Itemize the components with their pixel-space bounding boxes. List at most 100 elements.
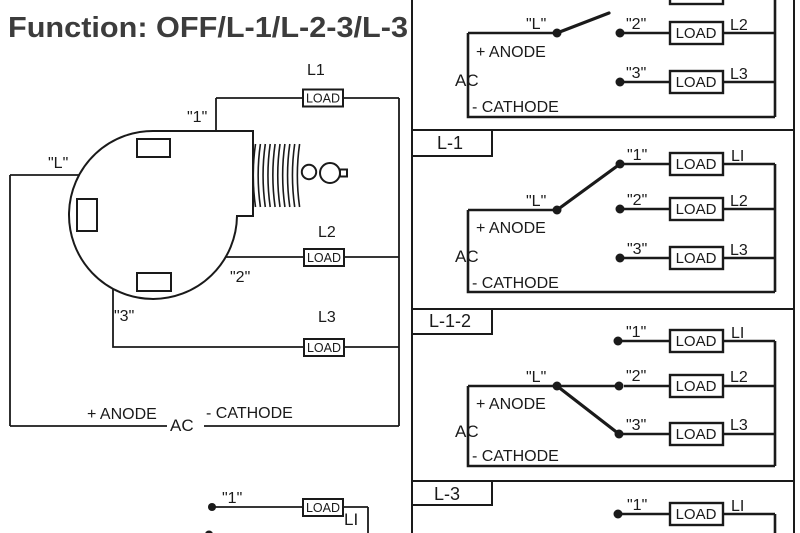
section-wires: [466, 162, 777, 294]
terminal-dot-l: [552, 28, 562, 38]
terminal-dot-1: [613, 509, 623, 519]
partial-bottom-row: LOAD "1" LI "L": [136, 490, 369, 533]
load-box: [668, 196, 725, 222]
section-wires: [466, 0, 777, 119]
line-label-l2: L2: [318, 224, 336, 241]
switch-contact-top: [136, 138, 171, 158]
terminal-dot-2: [615, 204, 625, 214]
load-label: LOAD: [676, 250, 717, 267]
section-l3: L-3 LOAD "1" LI: [411, 480, 777, 533]
terminal-label-3: "3": [627, 241, 647, 258]
line-label-l1: L1: [307, 62, 325, 79]
terminal-dot-1: [613, 336, 623, 346]
terminal-label-l: "L": [526, 16, 546, 33]
switch-body: [68, 129, 348, 300]
line-label-l1: LI: [731, 498, 744, 515]
switch-arm-open: [555, 11, 611, 35]
thread: [281, 143, 286, 208]
load-box: [668, 69, 725, 95]
load-box: [303, 338, 345, 357]
terminal-dot-2: [614, 381, 624, 391]
cathode-label: - CATHODE: [472, 99, 559, 116]
terminal-dot-l: [552, 205, 562, 215]
thread: [252, 143, 257, 208]
switch-contact-left: [76, 198, 98, 232]
thread: [267, 143, 271, 208]
terminal-label-1: "1": [626, 324, 646, 341]
anode-label: + ANODE: [476, 396, 546, 413]
wire: [466, 386, 775, 468]
ac-label: AC: [455, 247, 479, 266]
line-label-l2: L2: [730, 17, 748, 34]
section-tab: [411, 308, 493, 335]
load-box: [668, 501, 725, 527]
ac-label: AC: [455, 422, 479, 441]
section-l12: L-1-2 LOAD LOAD LOAD "L" "1" "2" ": [411, 308, 777, 468]
thread: [262, 143, 267, 208]
section-wires: [622, 512, 777, 533]
load-label: LOAD: [307, 251, 341, 265]
thread: [276, 143, 281, 208]
page-title: Function: OFF/L-1/L-2-3/L-3: [8, 12, 408, 44]
wire: [466, 33, 775, 119]
pull-chain-ball-large: [319, 162, 341, 184]
terminal-label-2: "2": [626, 16, 646, 33]
terminal-dot-partial: [205, 530, 213, 533]
anode-label: + ANODE: [87, 406, 157, 423]
load-box-l1: LOAD: [302, 88, 344, 108]
load-box-partial: [668, 0, 725, 6]
section-wires: [466, 339, 777, 468]
load-label: LOAD: [307, 341, 341, 355]
load-box: [303, 248, 345, 267]
terminal-dot-3: [614, 429, 624, 439]
terminal-label-l: "L": [526, 193, 546, 210]
wire: [466, 210, 775, 294]
left-diagram: Function: OFF/L-1/L-2-3/L-3: [8, 12, 408, 533]
thread: [296, 143, 301, 208]
load-label: LOAD: [676, 201, 717, 218]
pull-chain: [300, 162, 348, 184]
terminal-label-3: "3": [626, 65, 646, 82]
line-label-l2: L2: [730, 193, 748, 210]
section-tab: [411, 480, 493, 506]
terminal-dot-1: [615, 159, 625, 169]
terminal-label-1: "1": [222, 490, 242, 507]
load-label: LOAD: [676, 333, 717, 350]
terminal-label-1: "1": [187, 109, 207, 126]
line-label-l3: L3: [730, 242, 748, 259]
line-label-l1: LI: [731, 325, 744, 342]
terminal-label-3: "3": [114, 308, 134, 325]
load-label: LOAD: [306, 92, 340, 106]
terminal-label-l: "L": [48, 155, 68, 172]
left-wires: [9, 97, 400, 427]
load-box-l3: LOAD: [303, 338, 345, 357]
line-label-l3: L3: [730, 66, 748, 83]
right-panel: LOAD LOAD "L" "2" "3" L2 L3 + ANODE AC -…: [411, 0, 795, 533]
load-label: LOAD: [306, 501, 340, 515]
terminal-label-l: "L": [526, 369, 546, 386]
cathode-label: - CATHODE: [472, 275, 559, 292]
anode-label: + ANODE: [476, 220, 546, 237]
line-label-l3: L3: [318, 309, 336, 326]
pull-chain-connector: [339, 168, 348, 178]
load-box: [302, 88, 344, 108]
section-tab: [411, 129, 493, 157]
section-l1: L-1 LOAD LOAD LOAD "L" "1" "2" "3": [411, 129, 777, 294]
cathode-label: - CATHODE: [206, 405, 293, 422]
switch-threads: [252, 143, 301, 208]
load-label: LOAD: [676, 506, 717, 523]
anode-label: + ANODE: [476, 44, 546, 61]
terminal-dot-3: [615, 253, 625, 263]
section-off: LOAD LOAD "L" "2" "3" L2 L3 + ANODE AC -…: [455, 0, 777, 119]
switch-contact-bottom: [136, 272, 172, 292]
load-box: [668, 421, 725, 447]
terminal-label-3: "3": [626, 417, 646, 434]
thread: [257, 143, 262, 208]
line-label-l3: L3: [730, 417, 748, 434]
terminal-label-2: "2": [230, 269, 250, 286]
terminal-dot-2: [615, 28, 625, 38]
cathode-label: - CATHODE: [472, 448, 559, 465]
load-label: LOAD: [676, 378, 717, 395]
